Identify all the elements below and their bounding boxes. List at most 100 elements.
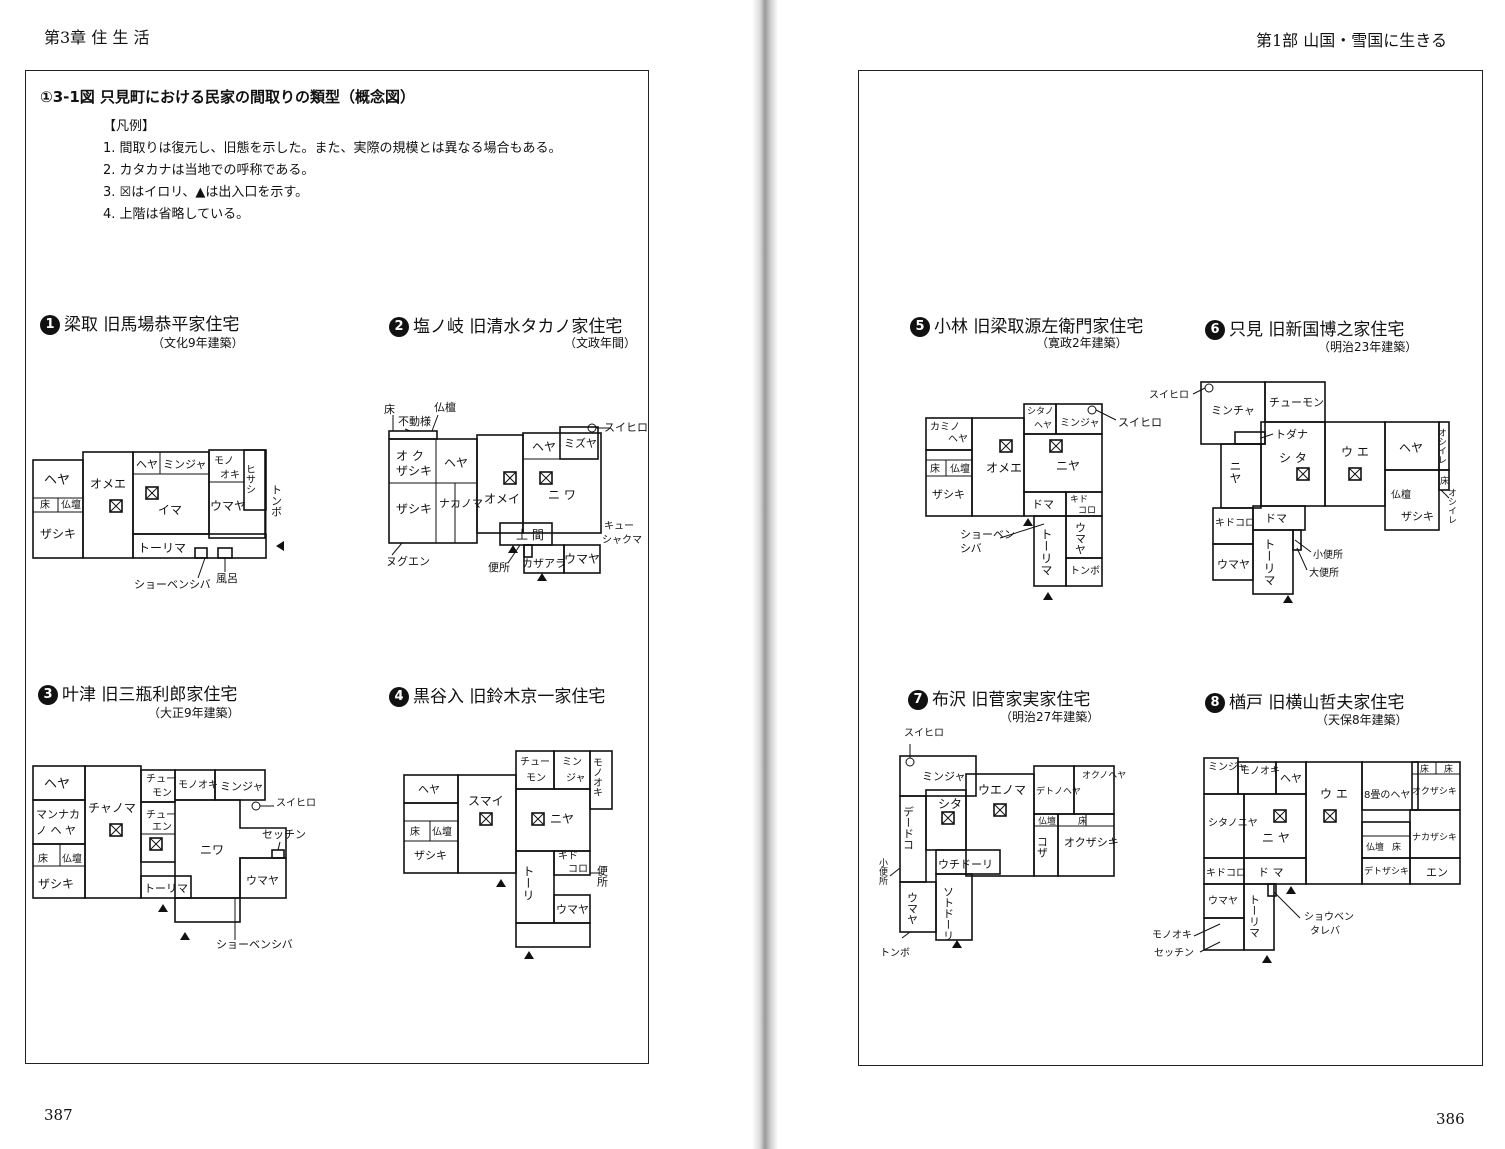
room-umaya: ウマヤ — [1074, 522, 1087, 555]
room-oku: オ ク — [396, 449, 424, 463]
room-doma: ド マ — [1258, 866, 1284, 879]
label-shoben: ショウベン — [1304, 911, 1354, 923]
room-heya: ヘヤ — [1034, 421, 1052, 431]
room-zashiki: ザシキ — [38, 877, 74, 891]
room-denozashiki: デトザシキ — [1364, 865, 1409, 877]
room-butsudan: 仏壇 — [950, 462, 970, 475]
plan-date-5: （寛政2年建築） — [1036, 336, 1128, 350]
room-torima: トーリマ — [138, 541, 186, 555]
room-dedoko: デードコ — [902, 805, 915, 850]
label-shoben: 小便所 — [877, 858, 888, 886]
left-running-header: 第3章 住 生 活 — [44, 28, 150, 47]
room-doma: ドマ — [1265, 512, 1287, 525]
room-manaka: マンナカ — [36, 808, 80, 821]
room-manaka: ノ ヘ ヤ — [36, 824, 76, 837]
room-heya: ヘヤ — [44, 777, 70, 792]
label-shiba: シバ — [960, 542, 982, 555]
room-heya: ヘヤ — [1280, 772, 1302, 785]
label-kyusha: シャクマ — [602, 534, 642, 546]
room-torima: トーリマ — [144, 882, 188, 895]
floor-plan-3: ヘヤ マンナカ ノ ヘ ヤ 床 仏壇 ザシキ チャノマ チュー モン モノオキ … — [30, 762, 320, 962]
room-heya: ヘヤ — [44, 473, 70, 488]
room-toko: 床 — [1078, 815, 1087, 827]
room-chumon: チュー — [520, 756, 550, 768]
room-toko: 床 — [40, 498, 50, 511]
plan-number-badge: 7 — [908, 690, 928, 710]
room-okuzashiki: オクザシキ — [1412, 786, 1457, 797]
room-okuno: オクノヘヤ — [1082, 770, 1126, 781]
room-kido: コロ — [568, 864, 588, 875]
plan-number-badge: 5 — [910, 317, 930, 337]
right-page-number: 386 — [1436, 1110, 1465, 1128]
plan-number-badge: 2 — [389, 317, 409, 337]
floor-plan-8: ミンジャ モノオキ ヘヤ ウ エ 8畳のヘヤ 床 床 オクザシキ シタノニヤ ニ… — [1150, 748, 1470, 968]
room-koza: コザ — [1036, 836, 1049, 858]
room-butsudan: 仏壇 — [1366, 841, 1384, 853]
room-butsudan: 仏壇 — [1038, 815, 1056, 827]
label-tonbo: トンボ — [270, 484, 283, 517]
right-figure-frame — [858, 70, 1483, 1066]
legend-item: 2. カタカナは当地での呼称である。 — [103, 163, 315, 178]
left-figure-frame — [25, 70, 649, 1064]
room-minja: ミンジャ — [220, 780, 263, 793]
room-butsudan: 仏壇 — [61, 498, 81, 511]
label-suihiro: スイヒロ — [904, 727, 944, 739]
room-zashiki: ザシキ — [1401, 510, 1434, 523]
floor-plan-6: スイヒロ ミンチャ チューモン トダナ ニヤ シ タ ウ エ ヘヤ オシイレ 床… — [1145, 376, 1465, 611]
room-heya: ヘヤ — [948, 434, 968, 445]
room-monooki: モノオキ — [591, 757, 602, 797]
room-umaya: ウマヤ — [246, 874, 279, 887]
room-toko: 床 — [930, 462, 940, 475]
legend-item: 3. ☒はイロリ、▲は出入口を示す。 — [103, 185, 309, 200]
room-butsudan: 仏壇 — [62, 852, 82, 865]
room-omee: オメエ — [90, 477, 126, 491]
room-oshiire: オシイレ — [1436, 428, 1447, 464]
left-page-number: 387 — [44, 1106, 73, 1124]
plan-number-badge: 8 — [1205, 693, 1225, 713]
label-shoben: ショーベン — [960, 528, 1015, 541]
room-umaya: ウマヤ — [1217, 558, 1250, 571]
room-shitano: シタノ — [1027, 406, 1054, 417]
label-suihiro: スイヒロ — [1149, 389, 1189, 401]
room-heya: ヘヤ — [1399, 441, 1423, 455]
floor-plan-1: ヘヤ 床 仏壇 ザシキ オメエ ヘヤ ミンジャ イマ モノ オキ ウマヤ ヒサシ… — [30, 440, 300, 600]
room-niwa: ニ ワ — [548, 488, 576, 502]
room-tori: トーリ — [521, 865, 535, 901]
room-heya: ヘヤ — [418, 783, 440, 796]
room-mono: モノ — [214, 456, 234, 467]
room-okuzashiki: オクザシキ — [1064, 836, 1119, 849]
room-toko: 床 — [1444, 763, 1453, 775]
plan-date-8: （天保8年建築） — [1316, 713, 1408, 727]
room-butsudan: 仏壇 — [432, 825, 452, 838]
room-umaya: ウマヤ — [906, 892, 919, 925]
plan-date-3: （大正9年建築） — [148, 706, 240, 720]
room-oki: オキ — [220, 469, 240, 481]
legend-item: 1. 間取りは復元し、旧態を示した。また、実際の規模とは異なる場合もある。 — [103, 141, 562, 156]
room-heya: ヘヤ — [444, 456, 468, 470]
room-sotodori: ソトドーリ — [942, 886, 955, 941]
label-toko: 床 — [384, 402, 395, 416]
room-omei: オメイ — [484, 492, 520, 506]
plan-date-2: （文政年間） — [564, 336, 637, 350]
room-shita: シ タ — [1279, 451, 1307, 465]
plan-number-badge: 3 — [38, 685, 58, 705]
room-toko: 床 — [1420, 763, 1429, 775]
room-chuen: チュー — [146, 809, 176, 821]
room-doma: 土 間 — [516, 528, 544, 542]
room-ue: ウ エ — [1320, 787, 1348, 801]
room-kamino: カミノ — [930, 421, 960, 433]
floor-plan-7: スイヒロ ミンジャ ウエノマ デトノヘヤ オクノヘヤ デードコ シタ 仏壇 床 … — [876, 722, 1126, 967]
room-torima: トーリマ — [1262, 538, 1276, 586]
room-toko: 床 — [1440, 475, 1449, 487]
label-shoben: ショーベンシバ — [134, 578, 211, 591]
room-ima: イマ — [158, 503, 182, 517]
floor-plan-2: 床 不動様 仏檀 オ ク ザシキ ヘヤ ザシキ ナカノマ オメイ ヘヤ ミズヤ … — [380, 395, 650, 585]
room-zashiki: ザシキ — [396, 464, 432, 478]
room-niya: ニヤ — [1228, 460, 1242, 484]
label-fudo: 不動様 — [398, 414, 431, 428]
